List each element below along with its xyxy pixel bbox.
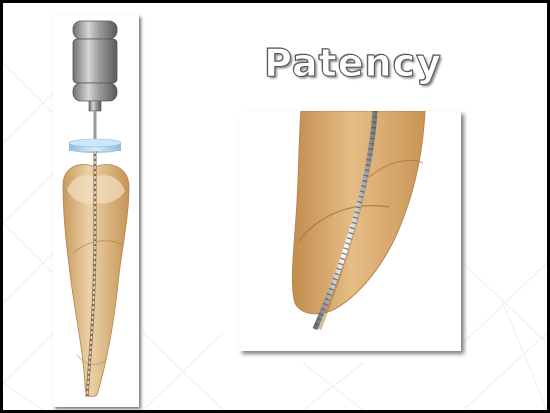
rubber-stop: [69, 139, 121, 153]
tooth-with-file-illustration: [53, 15, 139, 407]
file-handle: [73, 21, 117, 111]
apex-closeup-panel: [239, 111, 461, 351]
file-shaft: [94, 111, 97, 143]
tooth-with-file-panel: [53, 15, 139, 407]
slide-title: Patency: [263, 41, 443, 85]
apex-closeup-illustration: [239, 111, 461, 351]
